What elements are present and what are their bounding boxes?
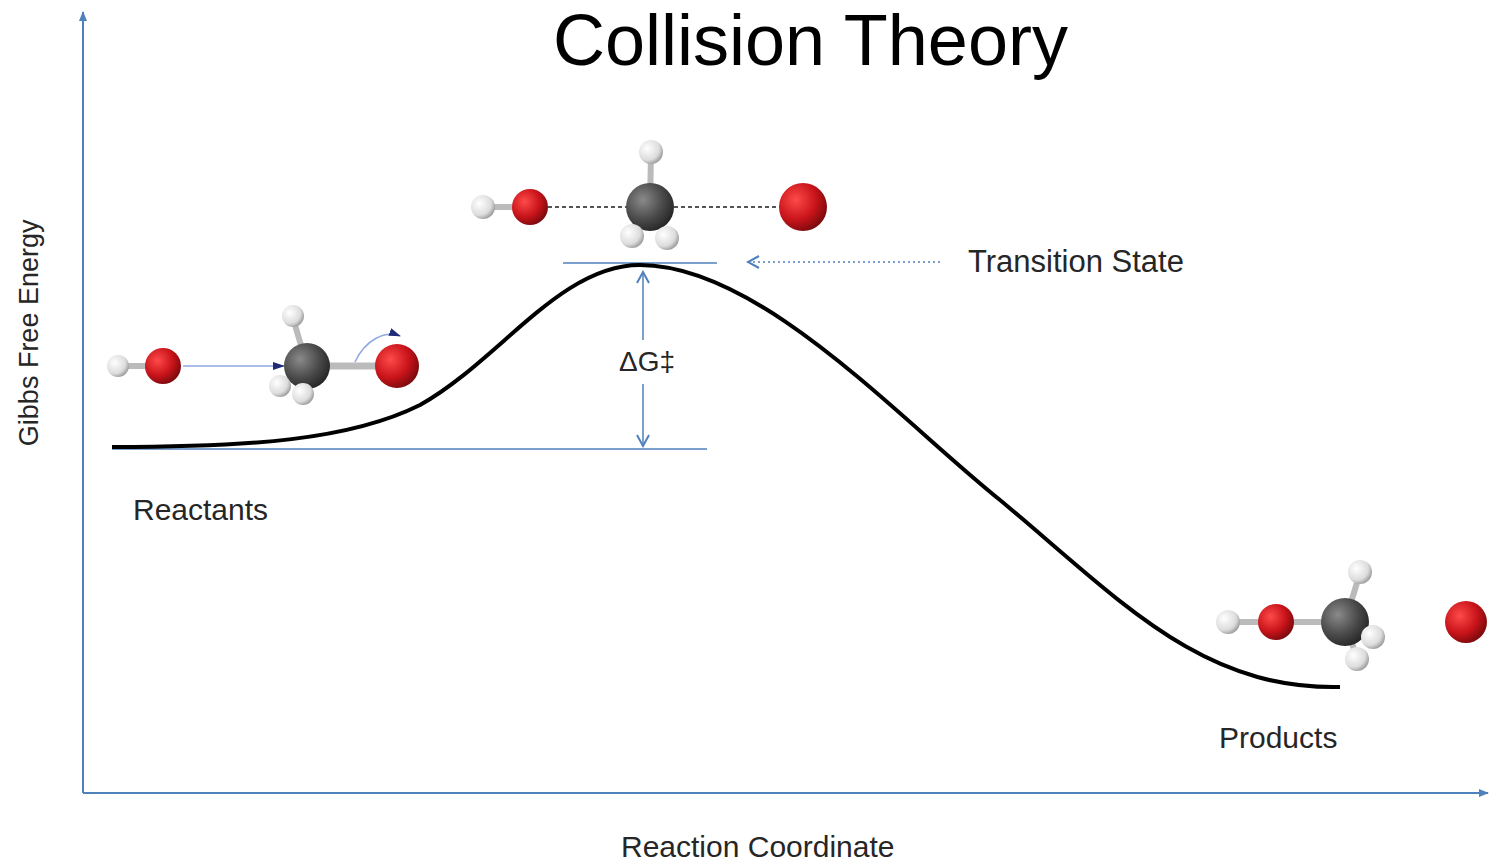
- axes: [83, 12, 1488, 793]
- transition-state-molecule: [471, 140, 827, 250]
- energy-label: ΔG‡: [616, 347, 678, 378]
- product-molecules: [1216, 560, 1487, 671]
- axis-label: Gibbs Free Energy: [15, 220, 45, 447]
- axis-label: Reaction Coordinate: [621, 830, 895, 863]
- reference-lines: [112, 262, 940, 449]
- state-label: Products: [1219, 721, 1337, 754]
- slide-title: Collision Theory: [553, 4, 1068, 76]
- reactant-molecules: [107, 305, 419, 405]
- energy-curve: [112, 265, 1340, 687]
- callout-label: Transition State: [968, 245, 1184, 279]
- state-label: Reactants: [133, 493, 268, 526]
